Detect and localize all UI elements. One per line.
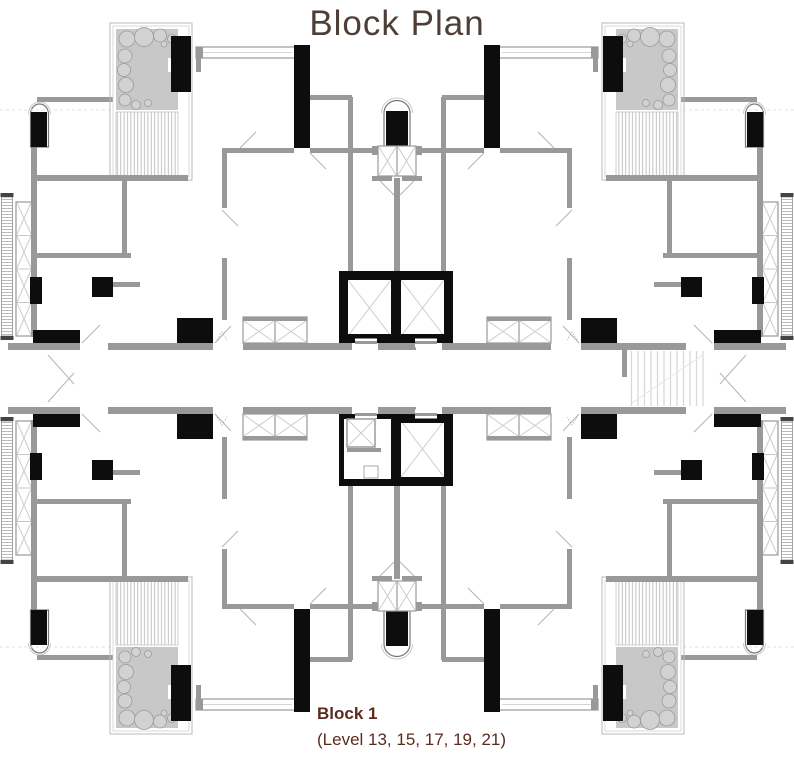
elevator-core-bottom-detail xyxy=(344,418,391,479)
bay-window-top xyxy=(351,97,443,273)
quadrant-top-right xyxy=(396,22,794,385)
plan-caption: Block 1 (Level 13, 15, 17, 19, 21) xyxy=(317,704,506,750)
bay-window-bottom xyxy=(351,484,443,660)
quadrant-top-left xyxy=(0,22,398,385)
quadrant-bottom-left xyxy=(0,372,398,735)
levels-label: (Level 13, 15, 17, 19, 21) xyxy=(317,730,507,749)
page-title: Block Plan xyxy=(309,4,485,43)
staircase xyxy=(622,343,710,406)
block-label: Block 1 xyxy=(317,704,378,723)
elevator-core-top xyxy=(339,271,453,348)
quadrant-bottom-right xyxy=(396,372,794,735)
